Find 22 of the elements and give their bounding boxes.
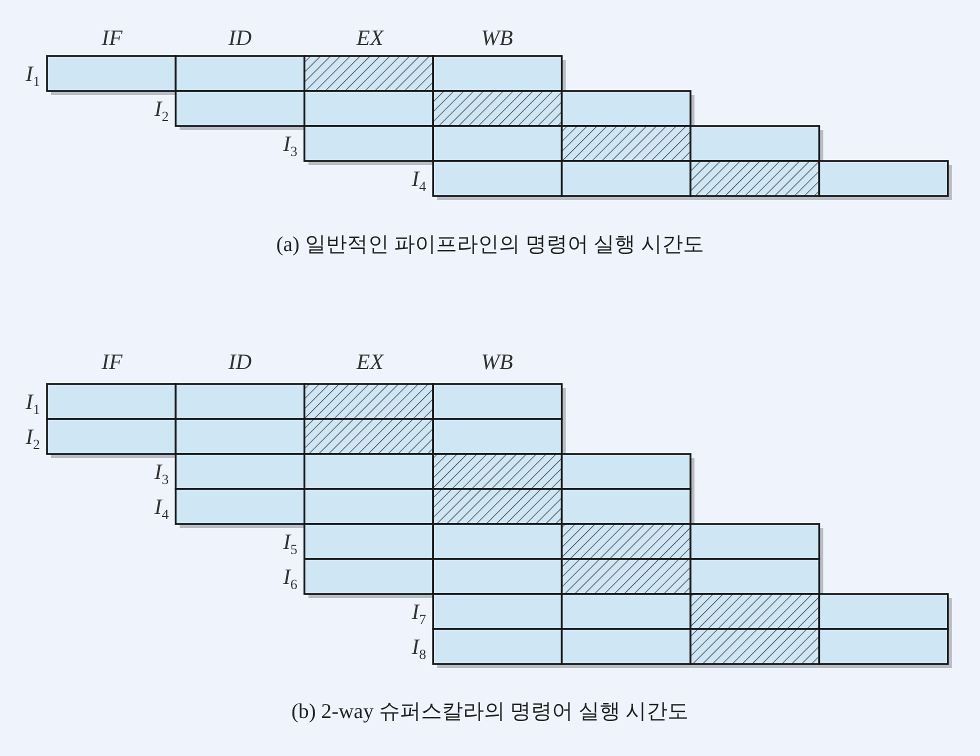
stage-label: IF [102,351,122,373]
instruction-label: I$_{4}$ [412,168,426,195]
instruction-label: I$_{5}$ [283,531,298,558]
caption: (a) 일반적인 파이프라인의 명령어 실행 시간도 [276,234,704,255]
instruction-label: I$_{1}$ [26,63,40,90]
instruction-label: I$_{3}$ [283,133,298,160]
instruction-label: I$_{1}$ [26,391,40,418]
instruction-label: I$_{4}$ [154,496,169,523]
stage-label: ID [228,351,252,373]
stage-label: ID [228,27,252,49]
stage-label: WB [481,27,513,49]
instruction-label: I$_{2}$ [26,426,40,453]
stage-label: WB [481,351,513,373]
instruction-label: I$_{7}$ [412,601,426,628]
stage-label: EX [356,351,384,373]
stage-label: IF [102,27,122,49]
stage-label: EX [356,27,384,49]
instruction-label: I$_{2}$ [154,98,169,125]
caption: (b) 2-way 슈퍼스칼라의 명령어 실행 시간도 [291,701,689,722]
instruction-label: I$_{3}$ [154,461,169,488]
instruction-label: I$_{6}$ [283,566,298,593]
instruction-label: I$_{8}$ [412,636,426,663]
